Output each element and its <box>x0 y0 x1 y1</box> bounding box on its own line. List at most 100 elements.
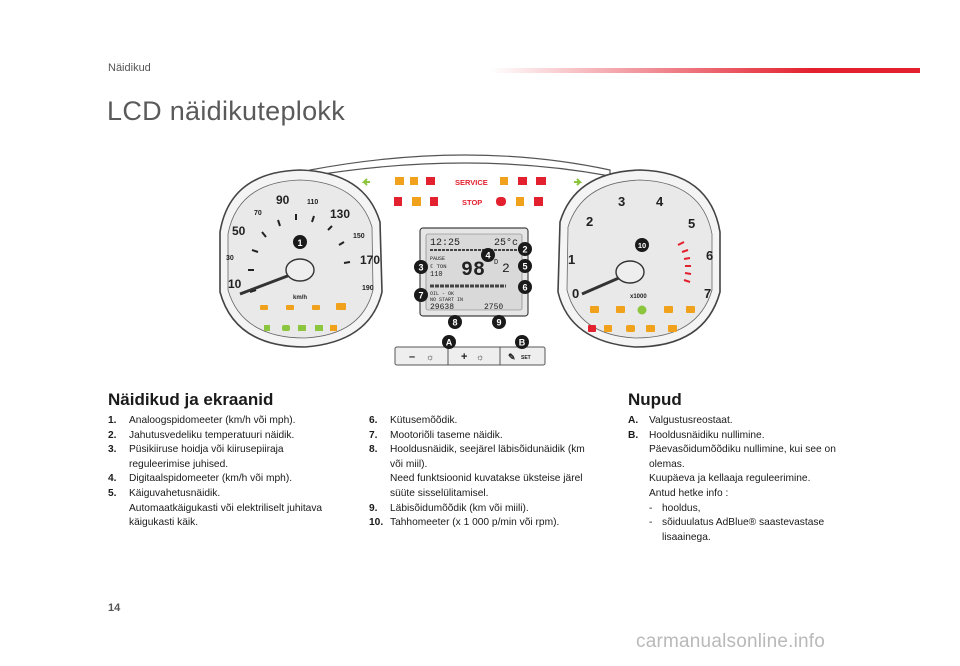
list-item-number: 10. <box>369 517 384 529</box>
callout-3: 3 <box>414 260 428 274</box>
watermark: carmanualsonline.info <box>636 631 826 652</box>
list-item-number: 8. <box>369 444 378 456</box>
svg-text:3: 3 <box>418 263 423 273</box>
speedo-unit: km/h <box>293 295 307 301</box>
callout-7: 7 <box>414 288 428 302</box>
callout-9: 9 <box>492 315 506 329</box>
lcd-odometer: 29638 <box>430 303 454 312</box>
list-item-number: 5. <box>108 487 117 499</box>
speedo-tick-30: 30 <box>226 255 234 262</box>
lcd-trip: 2750 <box>484 303 503 312</box>
callout-10: 10 <box>635 238 649 252</box>
list-item-number: 3. <box>108 444 117 456</box>
lcd-limit: 110 <box>430 271 443 279</box>
page-title: LCD näidikuteplokk <box>107 96 346 126</box>
section-label: Näidikud <box>108 62 151 74</box>
speedo-tick-190: 190 <box>362 285 374 292</box>
dimmer-plus-icon: ☼ <box>476 352 484 362</box>
dimmer-minus-icon: ☼ <box>426 352 434 362</box>
list-item-1: 1.Analoogspidomeeter (km/h või mph). <box>108 414 348 429</box>
lcd-gear: D <box>494 259 498 267</box>
header-accent-bar <box>490 68 920 73</box>
list-item-2: 2. Jahutusvedeliku temperatuuri näidik. <box>108 429 348 444</box>
list-item-number: 7. <box>369 429 378 441</box>
speedo-tick-50: 50 <box>232 224 246 238</box>
list-item-7: 7. Mootoriõli taseme näidik. <box>369 429 609 444</box>
list-item-text: Püsikiiruse hoidja või kiirusepiiraja <box>129 444 284 456</box>
lcd-ton: ℂ TON <box>430 263 447 270</box>
list-item-text: Hooldusnäidik, seejärel läbisõidunäidik … <box>390 444 585 456</box>
svg-text:7: 7 <box>418 291 423 301</box>
tacho-tick-5: 5 <box>688 216 695 231</box>
svg-text:10: 10 <box>638 241 646 250</box>
speedo-tick-90: 90 <box>276 193 290 207</box>
callout-1: 1 <box>293 235 307 249</box>
tacho-tick-0: 0 <box>572 286 579 301</box>
svg-text:A: A <box>446 338 453 348</box>
svg-text:8: 8 <box>452 318 457 328</box>
list-item-text: Läbisõidumõõdik (km või miili). <box>390 502 529 514</box>
list-item-text: Mootoriõli taseme näidik. <box>390 429 503 441</box>
speedo-tick-150: 150 <box>353 233 365 240</box>
wrench-icon: ✎ <box>508 352 516 362</box>
callout-2: 2 <box>518 242 532 256</box>
callout-5: 5 <box>518 259 532 273</box>
speedo-tick-10: 10 <box>228 277 242 291</box>
tacho-tick-3: 3 <box>618 194 625 209</box>
list-item-a: A. Valgustusreostaat. <box>628 415 733 426</box>
service-warning-label: SERVICE <box>455 178 488 187</box>
list-item-text: süüte sisselülitamisel. <box>390 487 489 499</box>
page-number: 14 <box>108 602 121 614</box>
tacho-tick-6: 6 <box>706 248 713 263</box>
callout-4: 4 <box>481 248 495 262</box>
callout-b: B <box>515 335 529 349</box>
instrument-cluster-illustration: 10 30 50 70 90 110 130 150 170 190 km/h … <box>219 154 721 366</box>
speedo-tick-70: 70 <box>254 210 262 217</box>
list-item-4: 4. Digitaalspidomeeter (km/h või mph). <box>108 472 348 487</box>
list-item-text: Analoogspidomeeter (km/h või mph). <box>129 415 296 426</box>
list-item-number: 6. <box>369 415 378 426</box>
callout-a: A <box>442 335 456 349</box>
list-buttons: A. Valgustusreostaat. B. Hooldusnäidiku … <box>628 414 868 545</box>
tacho-tick-1: 1 <box>568 252 575 267</box>
lcd-pause: PAUSE <box>430 256 445 262</box>
callout-6: 6 <box>518 280 532 294</box>
list-item-number: 2. <box>108 429 117 441</box>
lcd-oil: OIL - OK <box>430 291 454 297</box>
tacho-unit: x1000 <box>630 294 647 300</box>
list-item-text: Käiguvahetusnäidik. <box>129 487 221 499</box>
svg-text:1: 1 <box>297 238 302 248</box>
speedo-tick-170: 170 <box>360 253 380 267</box>
list-item-text: Kütusemõõdik. <box>390 415 458 426</box>
list-item-text: või miil). <box>390 458 428 470</box>
svg-text:2: 2 <box>522 245 527 255</box>
lcd-time: 12:25 <box>430 238 460 249</box>
list-item-number: 4. <box>108 473 117 485</box>
lcd-no-start: NO START IN <box>430 297 463 303</box>
section-heading-displays: Näidikud ja ekraanid <box>108 390 274 409</box>
list-item-text: Jahutusvedeliku temperatuuri näidik. <box>129 429 295 441</box>
list-item-text: Automaatkäigukasti või elektriliselt juh… <box>129 502 323 514</box>
tacho-tick-4: 4 <box>656 194 664 209</box>
list-item-b: B. Hooldusnäidiku nullimine. Päevasõidum… <box>628 429 868 546</box>
dimmer-plus-button[interactable]: + <box>461 351 467 363</box>
callout-8: 8 <box>448 315 462 329</box>
set-button[interactable]: SET <box>521 355 531 361</box>
tacho-tick-7: 7 <box>704 286 711 301</box>
list-item-5: 5. Käiguvahetusnäidik. Automaatkäigukasti … <box>108 487 348 531</box>
list-item-number: 9. <box>369 502 378 514</box>
list-item-8: 8. Hooldusnäidik, seejärel läbisõidunäidi… <box>369 443 609 501</box>
dimmer-minus-button[interactable]: – <box>409 351 415 363</box>
speedo-tick-130: 130 <box>330 207 350 221</box>
list-displays-1: 1.Analoogspidomeeter (km/h või mph).2. Ja… <box>108 414 348 531</box>
svg-text:4: 4 <box>485 251 490 261</box>
speedo-tick-110: 110 <box>307 199 318 206</box>
list-displays-2: 6. Kütusemõõdik. 7. Mootoriõli taseme näidi… <box>369 414 609 531</box>
list-item-text: Tahhomeeter (x 1 000 p/min või rpm). <box>390 517 560 529</box>
lcd-temp: 25°c <box>494 237 518 249</box>
list-item-text: Digitaalspidomeeter (km/h või mph). <box>129 473 293 485</box>
list-item-text: Need funktsioonid kuvatakse üksteise jär… <box>390 473 583 485</box>
svg-text:B: B <box>519 338 526 348</box>
lcd-speed: 98 <box>461 259 485 282</box>
